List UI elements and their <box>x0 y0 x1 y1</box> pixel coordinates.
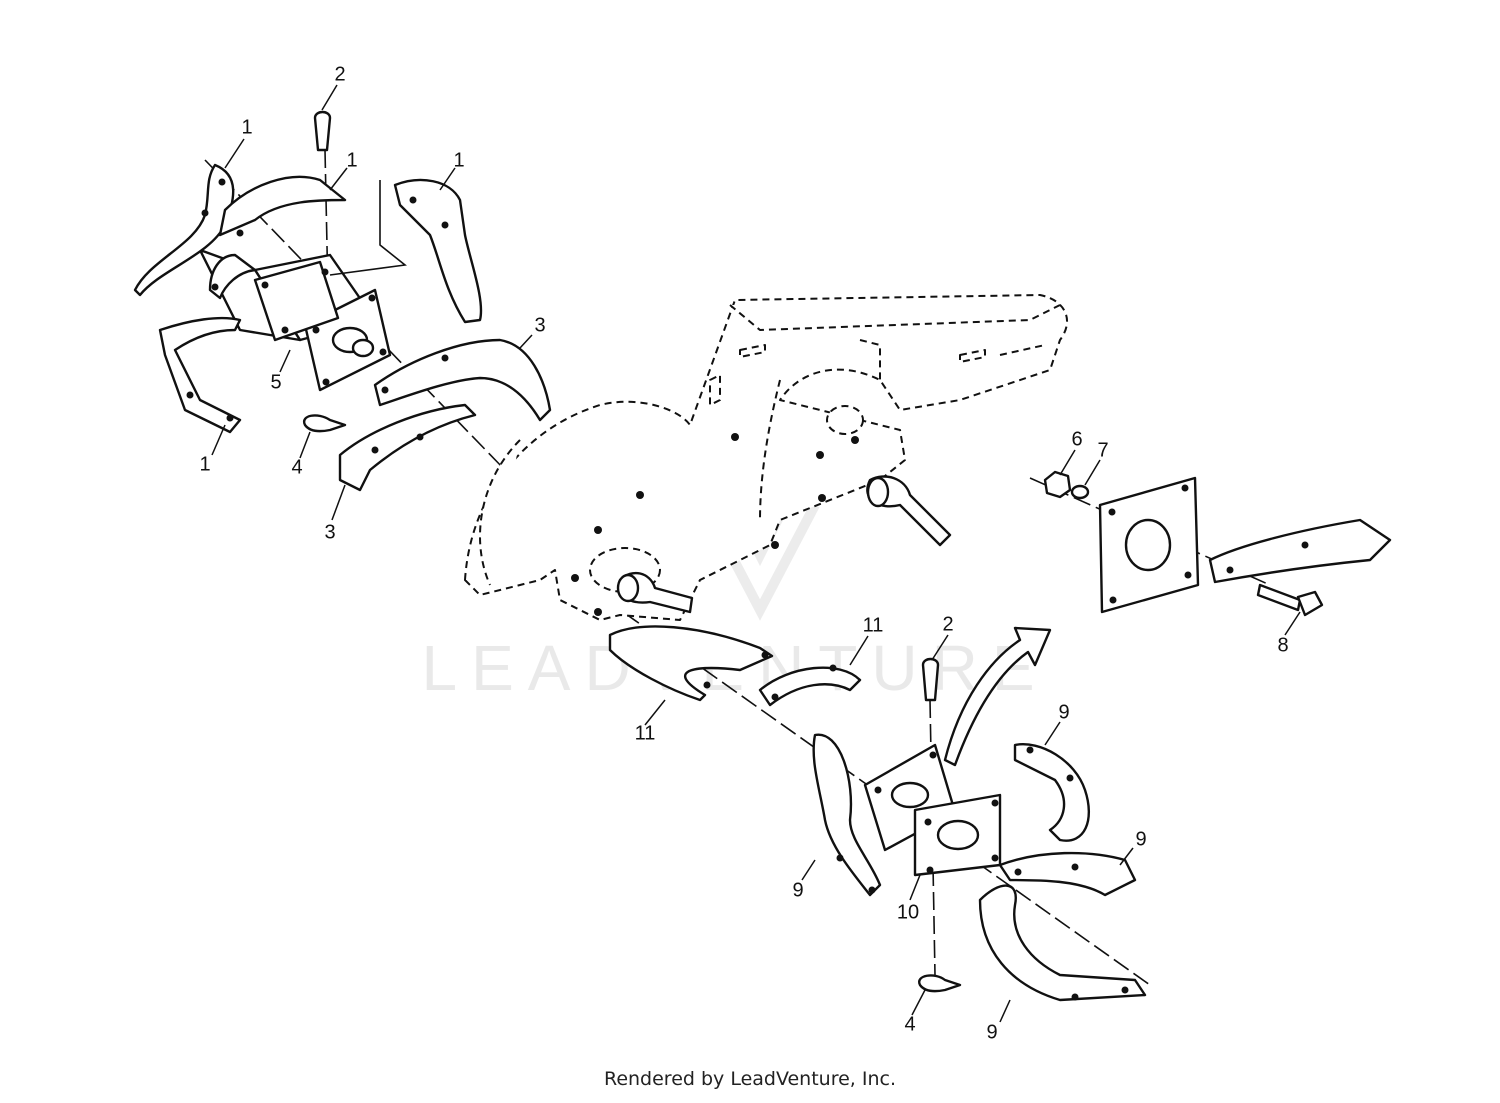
left-tine-assembly <box>133 110 552 492</box>
callout-11b: 11 <box>635 722 656 744</box>
callout-labels: 1 1 1 1 2 3 3 4 5 6 7 8 9 9 9 9 4 2 10 1… <box>199 63 1288 1043</box>
output-shaft-left <box>616 571 694 614</box>
tine-1-left-lower <box>158 316 242 434</box>
tine-9-right-top <box>1013 743 1090 842</box>
callout-2b: 2 <box>942 613 953 635</box>
callout-10: 10 <box>897 901 919 923</box>
tine-11-upper <box>608 625 774 702</box>
callout-1a: 1 <box>241 116 252 138</box>
hairpin-clip-right <box>918 974 962 993</box>
callout-4b: 4 <box>904 1013 915 1035</box>
tine-9-left <box>812 733 882 897</box>
callout-8: 8 <box>1277 634 1288 656</box>
tine-3-upper <box>373 338 552 422</box>
callout-1c: 1 <box>453 149 464 171</box>
tine-1-right <box>393 178 483 324</box>
tine-1-left-upper-curve <box>218 175 347 237</box>
callout-6: 6 <box>1071 428 1082 450</box>
callout-9c: 9 <box>792 879 803 901</box>
output-shaft-right <box>866 475 952 547</box>
leader-lines <box>211 84 1301 1023</box>
callout-5: 5 <box>270 371 281 393</box>
hairpin-clip-left <box>302 414 347 433</box>
tine-outer <box>1208 518 1392 584</box>
callout-9d: 9 <box>986 1021 997 1043</box>
right-tine-assembly <box>608 625 1147 1002</box>
transmission-housing <box>464 294 1069 621</box>
callout-2a: 2 <box>334 63 345 85</box>
hitch-pin-left <box>313 110 332 152</box>
hitch-pin-right <box>921 657 940 702</box>
tine-3-lower <box>338 403 477 492</box>
callout-1b: 1 <box>346 149 357 171</box>
rotation-direction-arrow <box>943 626 1052 767</box>
callout-3a: 3 <box>534 314 545 336</box>
callout-9a: 9 <box>1058 701 1069 723</box>
callout-11a: 11 <box>863 614 884 636</box>
lock-washer <box>1070 484 1090 500</box>
tine-9-right-mid <box>998 851 1137 897</box>
hex-nut <box>1043 470 1072 499</box>
callout-3b: 3 <box>324 521 335 543</box>
hub-plate-hardware <box>1043 470 1392 617</box>
callout-4a: 4 <box>291 456 302 478</box>
callout-9b: 9 <box>1135 828 1146 850</box>
tine-11-lower <box>758 666 862 707</box>
callout-7: 7 <box>1097 439 1108 461</box>
footer-credit: Rendered by LeadVenture, Inc. <box>603 1068 897 1090</box>
callout-1d: 1 <box>199 453 210 475</box>
bolt <box>1256 583 1302 612</box>
tine-9-bottom <box>978 884 1147 1002</box>
